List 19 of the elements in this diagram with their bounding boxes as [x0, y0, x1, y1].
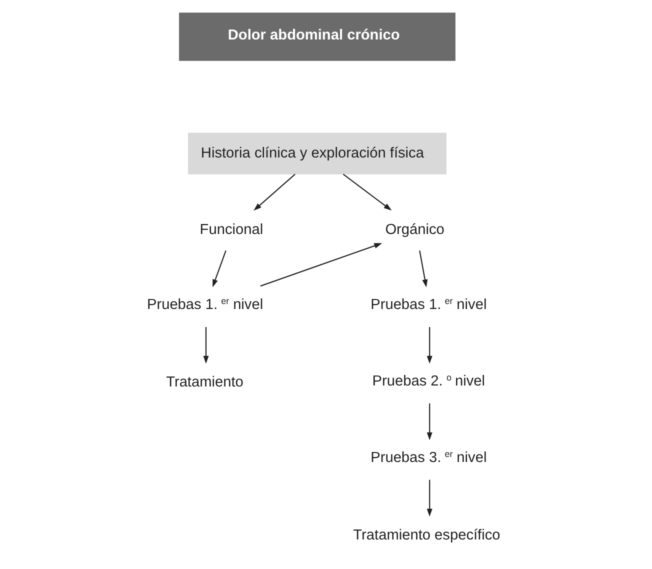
- arrow: [426, 327, 432, 364]
- node-text: Orgánico: [384, 222, 444, 238]
- node-text: Pruebas 1.$^{er}$ nivel: [370, 296, 486, 314]
- arrow: [418, 250, 428, 288]
- node-text: Tratamiento: [166, 374, 243, 391]
- arrow: [202, 327, 208, 364]
- node-text: Funcional: [199, 222, 263, 238]
- arrow: [212, 250, 226, 288]
- arrow: [426, 480, 432, 517]
- arrow: [260, 243, 382, 287]
- node-box: Dolor abdominal crónico: [178, 12, 455, 61]
- node-box: Historia clínica y exploración física: [188, 132, 446, 174]
- node-text: Pruebas 2.$^{o}$ nivel: [372, 372, 485, 390]
- node-text: Tratamiento específico: [352, 527, 500, 544]
- arrow: [426, 403, 432, 440]
- arrow: [253, 174, 295, 211]
- arrow: [342, 174, 392, 211]
- node-text: Pruebas 1.$^{er}$ nivel: [146, 296, 263, 314]
- node-text: Pruebas 3.$^{er}$ nivel: [370, 448, 486, 466]
